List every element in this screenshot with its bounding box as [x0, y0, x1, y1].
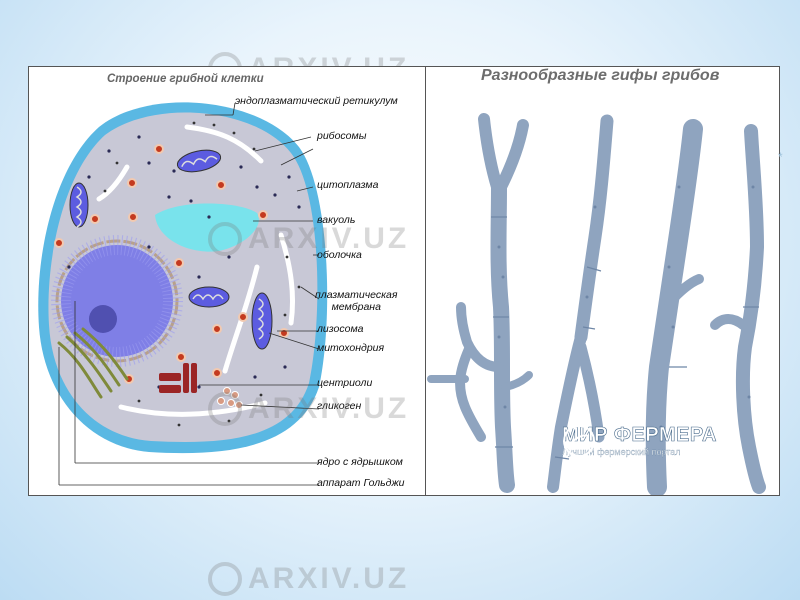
- mir-fermera-logo: МИР ФЕРМЕРА Лучший фермерский портал: [562, 424, 717, 457]
- watermark-bottom: ARXIV.UZ: [208, 562, 409, 596]
- watermark-ring-icon: [208, 562, 242, 596]
- right-panel-title: Разнообразные гифы грибов: [481, 67, 720, 84]
- watermark-text: ARXIV.UZ: [248, 392, 410, 425]
- label-cytoplasm: цитоплазма: [317, 179, 379, 191]
- label-lysosome: лизосома: [317, 323, 364, 335]
- label-glycogen: гликоген: [317, 400, 362, 412]
- label-wall: оболочка: [317, 249, 362, 261]
- leader-lines: [58, 102, 320, 486]
- hypha-branched-1: [427, 113, 533, 493]
- hyphae-texture: [497, 185, 755, 429]
- label-membrane: плазматическая мембрана: [315, 289, 398, 313]
- left-panel-title: Строение грибной клетки: [107, 73, 264, 85]
- mitochondrion-4: [251, 292, 273, 350]
- watermark-lower: ARXIV.UZ: [208, 392, 409, 426]
- label-vacuole: вакуоль: [317, 214, 356, 226]
- label-golgi: аппарат Гольджи: [317, 477, 405, 489]
- fungal-cell-diagram: [38, 102, 328, 486]
- label-centrioles: центриоли: [317, 377, 373, 389]
- watermark-text: ARXIV.UZ: [248, 222, 410, 255]
- corner-star-mark: *: [778, 150, 783, 164]
- mitochondrion-3: [188, 286, 230, 308]
- hyphae-diagram: [427, 113, 766, 495]
- label-nucleus: ядро с ядрышком: [317, 456, 403, 468]
- centrioles: [159, 363, 197, 393]
- watermark-ring-icon: [208, 222, 242, 256]
- watermark-text: ARXIV.UZ: [248, 562, 410, 595]
- hypha-branched-3: [645, 119, 704, 495]
- hypha-branched-2: [547, 114, 614, 493]
- watermark-middle: ARXIV.UZ: [208, 222, 409, 256]
- logo-text: МИР ФЕРМЕРА Лучший фермерский портал: [562, 424, 717, 457]
- label-ribosomes: рибосомы: [317, 130, 367, 142]
- mitochondrion-1: [176, 149, 222, 173]
- golgi-apparatus: [57, 327, 129, 399]
- label-membrane-line2: мембрана: [331, 301, 381, 314]
- label-er: эндоплазматический ретикулум: [235, 95, 398, 107]
- ribosomes: [67, 135, 301, 389]
- nucleolus: [89, 305, 117, 333]
- logo-name: МИР ФЕРМЕРА: [562, 424, 717, 447]
- panel-divider: [425, 67, 426, 495]
- nucleus-texture: [51, 235, 183, 367]
- label-membrane-line1: плазматическая: [315, 289, 398, 301]
- slide-panel: Строение грибной клетки эндоплазматическ…: [28, 66, 780, 496]
- mitochondrion-2: [69, 182, 89, 228]
- farmer-logo-icon: [563, 425, 595, 457]
- hyphae-septa: [491, 216, 759, 460]
- watermark-ring-icon: [208, 392, 242, 426]
- label-mitochondria: митохондрия: [317, 342, 385, 354]
- logo-tagline: Лучший фермерский портал: [562, 447, 681, 457]
- nucleus: [61, 245, 173, 357]
- hypha-branched-4: [710, 124, 766, 494]
